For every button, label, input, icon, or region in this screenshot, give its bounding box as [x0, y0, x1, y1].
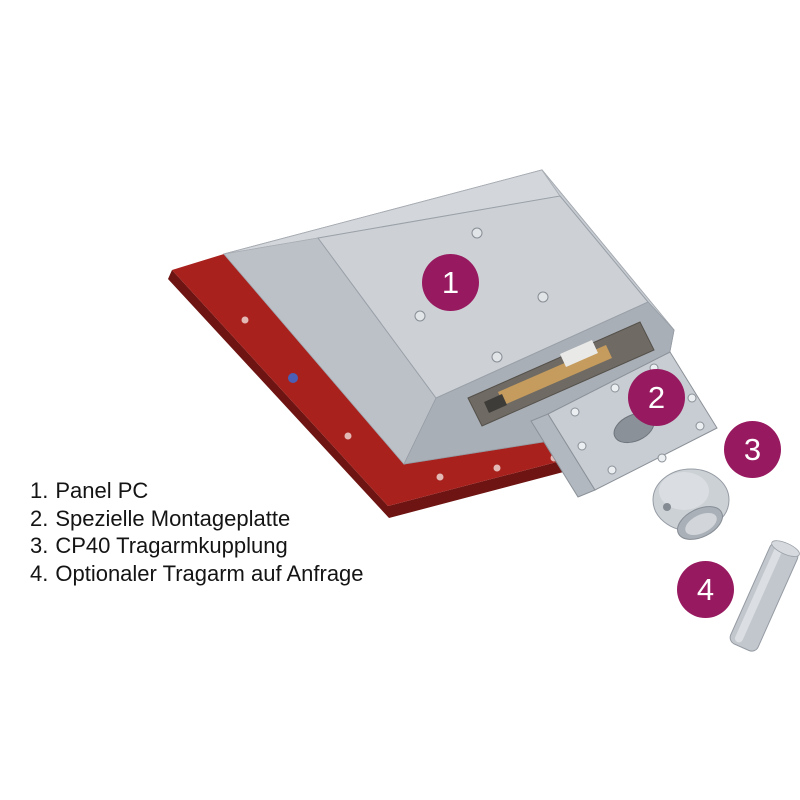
arm-top-cap [771, 540, 800, 557]
coupling-face [685, 513, 717, 535]
screw-hole [537, 291, 549, 303]
part-badge-2: 2 [628, 369, 685, 426]
legend-item-4: 4.Optionaler Tragarm auf Anfrage [30, 560, 364, 588]
legend-item-number: 4. [30, 560, 49, 586]
legend-item-number: 2. [30, 505, 49, 531]
screw-hole [471, 227, 483, 239]
screw-hole [657, 453, 667, 463]
screw [241, 316, 249, 324]
screw-hole [570, 407, 580, 417]
coupling-screw-hole [663, 503, 671, 511]
screw-hole [491, 351, 503, 363]
screw [436, 473, 444, 481]
support-arm-illustration [729, 540, 800, 652]
front-frame [172, 254, 664, 506]
legend-item-3: 3.CP40 Tragarmkupplung [30, 532, 364, 560]
blue-screw [288, 373, 298, 383]
screw-hole [695, 421, 705, 431]
part-badge-3: 3 [724, 421, 781, 478]
screw-hole [610, 383, 620, 393]
vesa-holes [414, 227, 549, 363]
connector-recess [467, 321, 655, 427]
legend-item-label: Optionaler Tragarm auf Anfrage [55, 560, 364, 586]
gold-connector [498, 345, 612, 405]
part-badge-4: 4 [677, 561, 734, 618]
legend-item-number: 1. [30, 478, 49, 503]
arm-highlight [734, 546, 783, 643]
legend: 1.Panel PC 2.Spezielle Montageplatte 3.C… [30, 477, 364, 587]
screw-hole [687, 393, 697, 403]
part-badge-1: 1 [422, 254, 479, 311]
screw [344, 432, 352, 440]
back-plateau [317, 195, 649, 399]
coupling-highlight [659, 472, 709, 510]
screw-hole [414, 310, 426, 322]
legend-item-1: 1.Panel PC [30, 477, 364, 505]
dark-connector [484, 394, 507, 413]
coupling-illustration [652, 468, 730, 540]
screw-hole [607, 465, 617, 475]
legend-item-label: Spezielle Montageplatte [55, 505, 291, 531]
screw [493, 464, 501, 472]
legend-item-label: Panel PC [55, 478, 149, 503]
screw-hole [577, 441, 587, 451]
white-connector [560, 340, 598, 367]
legend-item-2: 2.Spezielle Montageplatte [30, 505, 364, 533]
legend-item-label: CP40 Tragarmkupplung [55, 533, 288, 558]
legend-item-number: 3. [30, 533, 49, 558]
